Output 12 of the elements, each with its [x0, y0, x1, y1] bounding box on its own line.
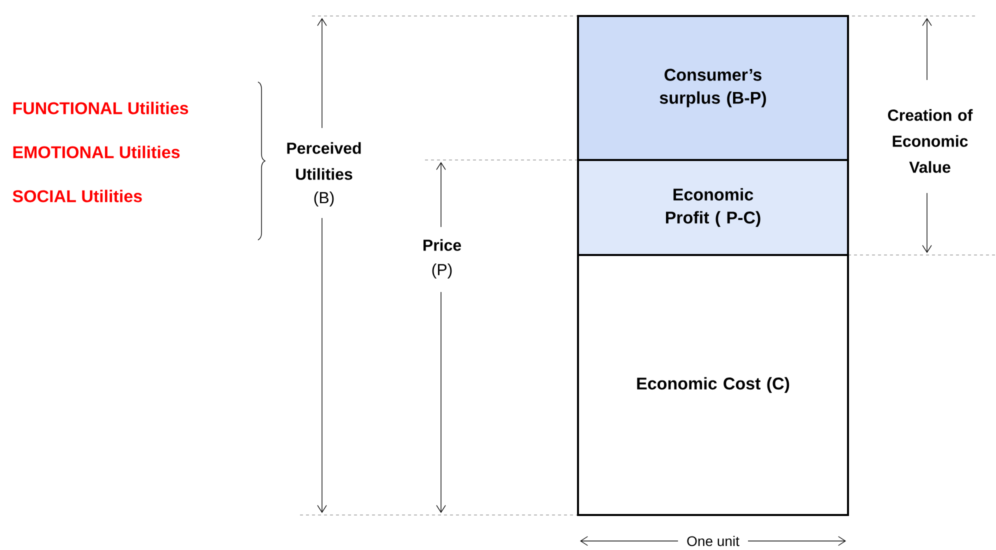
- dimension-label: One unit: [687, 536, 740, 546]
- value-box: Consumer’s surplus (B-P): [577, 15, 849, 161]
- dimension-label: (B): [314, 192, 334, 206]
- dimension-label: (P): [432, 264, 452, 278]
- utility-label: FUNCTIONAL Utilities: [13, 102, 188, 114]
- utility-label: SOCIAL Utilities: [12, 190, 142, 202]
- dimension-label: Price: [424, 239, 462, 251]
- dimension-label: Creation of Economic Value: [888, 109, 973, 173]
- dimension-label: Perceived Utilities: [287, 142, 361, 180]
- value-box: Economic Profit ( P-C): [577, 159, 849, 256]
- value-box: Economic Cost (C): [577, 254, 849, 516]
- utility-label: EMOTIONAL Utilities: [13, 146, 180, 158]
